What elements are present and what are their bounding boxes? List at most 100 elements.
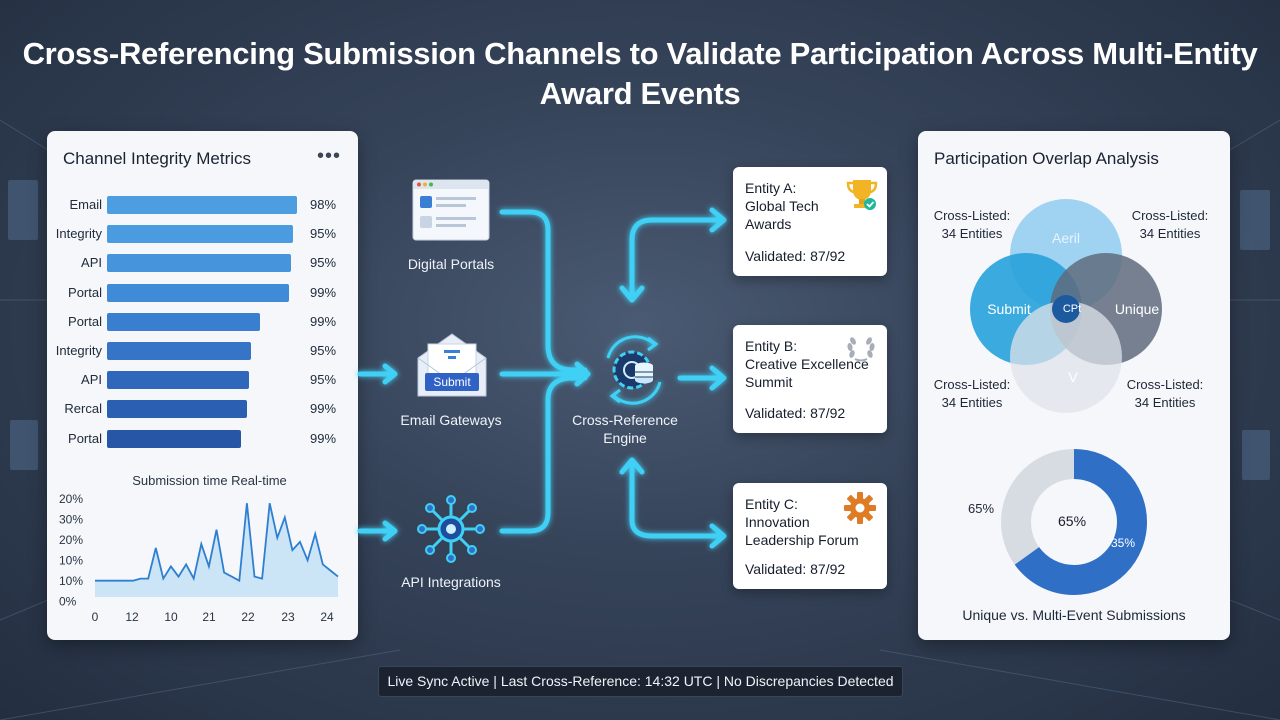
more-horizontal-icon[interactable]: ••• — [317, 145, 342, 167]
x-tick-label: 24 — [320, 610, 334, 624]
bar-label: Rercal — [64, 401, 102, 417]
submission-time-chart: 20% 30% 20% 10% 10% 0% 0 12 10 21 22 23 24 — [59, 492, 339, 624]
venn-label-line: 34 Entities — [941, 395, 1003, 410]
bar-fill — [107, 429, 241, 448]
donut-caption: Unique vs. Multi-Event Submissions — [962, 607, 1186, 623]
bar-value: 98% — [310, 197, 337, 212]
venn-label-top-right: Cross-Listed: 34 Entities — [1130, 207, 1210, 243]
y-tick-label: 10% — [59, 574, 83, 588]
participation-overlap-panel: Participation Overlap Analysis Aeril Sub… — [918, 131, 1230, 640]
donut-inner-label: 35% — [1111, 536, 1136, 550]
bar-label: Portal — [68, 430, 102, 446]
bar-label: Integrity — [55, 343, 102, 358]
submit-button[interactable]: Submit — [425, 373, 479, 391]
bar-label: Portal — [68, 313, 102, 329]
panel-title: Participation Overlap Analysis — [934, 149, 1159, 168]
entity-name: Entity A: Global Tech Awards — [745, 179, 845, 233]
entity-name-line: Entity B: — [745, 338, 798, 354]
source-label: Digital Portals — [407, 256, 495, 272]
venn-set-center: CPt — [1062, 303, 1082, 315]
panel-title: Channel Integrity Metrics — [63, 149, 252, 168]
venn-set-right: Unique — [1114, 301, 1160, 317]
entity-card-b[interactable]: Entity B: Creative Excellence Summit Val… — [733, 325, 887, 433]
bar-fill — [107, 225, 294, 244]
integrity-bar-row: Integrity 95% — [47, 224, 358, 244]
bar-value: 99% — [310, 401, 337, 417]
bar-value: 99% — [310, 430, 337, 446]
bar-label: API — [81, 255, 102, 271]
integrity-bar-row: Portal 99% — [47, 429, 358, 449]
y-tick-label: 10% — [59, 554, 83, 568]
entity-validated: Validated: 87/92 — [745, 561, 846, 577]
venn-label-line: Cross-Listed: — [1131, 208, 1209, 223]
integrity-bar-row: Integrity 95% — [47, 341, 358, 361]
venn-label-line: 34 Entities — [1134, 395, 1196, 410]
entity-name-line: Summit — [745, 374, 793, 390]
laurel-wreath-icon — [847, 337, 875, 362]
donut-outer-label: 65% — [968, 501, 995, 516]
source-label: Email Gateways — [400, 412, 502, 428]
source-label: API Integrations — [401, 574, 501, 590]
page-title: Cross-Referencing Submission Channels to… — [22, 36, 1258, 111]
y-tick-label: 0% — [59, 595, 77, 609]
x-tick-label: 0 — [92, 610, 99, 624]
integrity-bar-row: Rercal 99% — [47, 399, 358, 419]
bar-fill — [107, 254, 292, 273]
x-tick-label: 12 — [125, 610, 139, 624]
bar-value: 95% — [310, 226, 337, 242]
status-bar: Live Sync Active | Last Cross-Reference:… — [378, 666, 903, 697]
y-tick-label: 30% — [59, 513, 83, 527]
entity-validated: Validated: 87/92 — [745, 248, 846, 264]
x-tick-label: 22 — [241, 610, 255, 624]
bar-value: 95% — [310, 372, 337, 388]
entity-name-line: Global Tech — [745, 198, 819, 214]
venn-label-line: 34 Entities — [941, 226, 1003, 241]
line-chart-title: Submission time Real-time — [132, 473, 287, 488]
bar-value: 99% — [310, 313, 337, 329]
y-tick-label: 20% — [59, 533, 83, 547]
entity-card-a[interactable]: Entity A: Global Tech Awards Validated: … — [733, 167, 887, 276]
entity-name-line: Awards — [745, 216, 792, 232]
donut-segment-blue — [1001, 449, 1147, 595]
engine-label: Cross-Reference Engine — [572, 412, 678, 446]
entity-card-c[interactable]: Entity C: Innovation Leadership Forum Va… — [733, 483, 887, 589]
integrity-bar-row: Portal 99% — [47, 312, 358, 332]
entity-name-line: Innovation — [745, 514, 810, 530]
area-fill — [95, 503, 338, 597]
x-tick-label: 21 — [202, 610, 216, 624]
venn-set-bottom: V — [1068, 369, 1078, 385]
bar-label: Portal — [68, 284, 102, 300]
venn-set-top: Aeril — [1051, 230, 1080, 246]
bar-fill — [107, 371, 249, 390]
integrity-bar-row: API 95% — [47, 253, 358, 273]
trophy-check-icon — [846, 180, 878, 210]
venn-label-top-left: Cross-Listed: 34 Entities — [932, 207, 1012, 243]
entity-name: Entity B: Creative Excellence Summit — [745, 337, 885, 391]
bar-label: Integrity — [55, 226, 102, 242]
bar-label: API — [81, 372, 102, 388]
bar-value: 95% — [310, 255, 337, 271]
bar-fill — [107, 312, 261, 331]
series-line — [95, 503, 339, 583]
venn-diagram — [970, 199, 1162, 413]
entity-validated: Validated: 87/92 — [745, 405, 846, 421]
bar-fill — [107, 342, 251, 360]
venn-label-bottom-right: Cross-Listed: 34 Entities — [1125, 376, 1205, 412]
y-tick-label: 20% — [59, 492, 83, 506]
gear-icon — [844, 492, 876, 524]
entity-name-line: Leadership Forum — [745, 532, 859, 548]
bar-fill — [107, 283, 290, 302]
bar-value: 95% — [310, 343, 337, 358]
donut-chart — [1001, 449, 1147, 595]
x-tick-label: 23 — [281, 610, 295, 624]
venn-label-line: 34 Entities — [1139, 226, 1201, 241]
venn-set-left: Submit — [987, 301, 1031, 317]
x-tick-label: 10 — [164, 610, 178, 624]
gear-database-icon — [606, 335, 662, 405]
entity-name-line: Creative Excellence — [745, 356, 869, 372]
entity-name-line: Entity A: — [745, 180, 797, 196]
